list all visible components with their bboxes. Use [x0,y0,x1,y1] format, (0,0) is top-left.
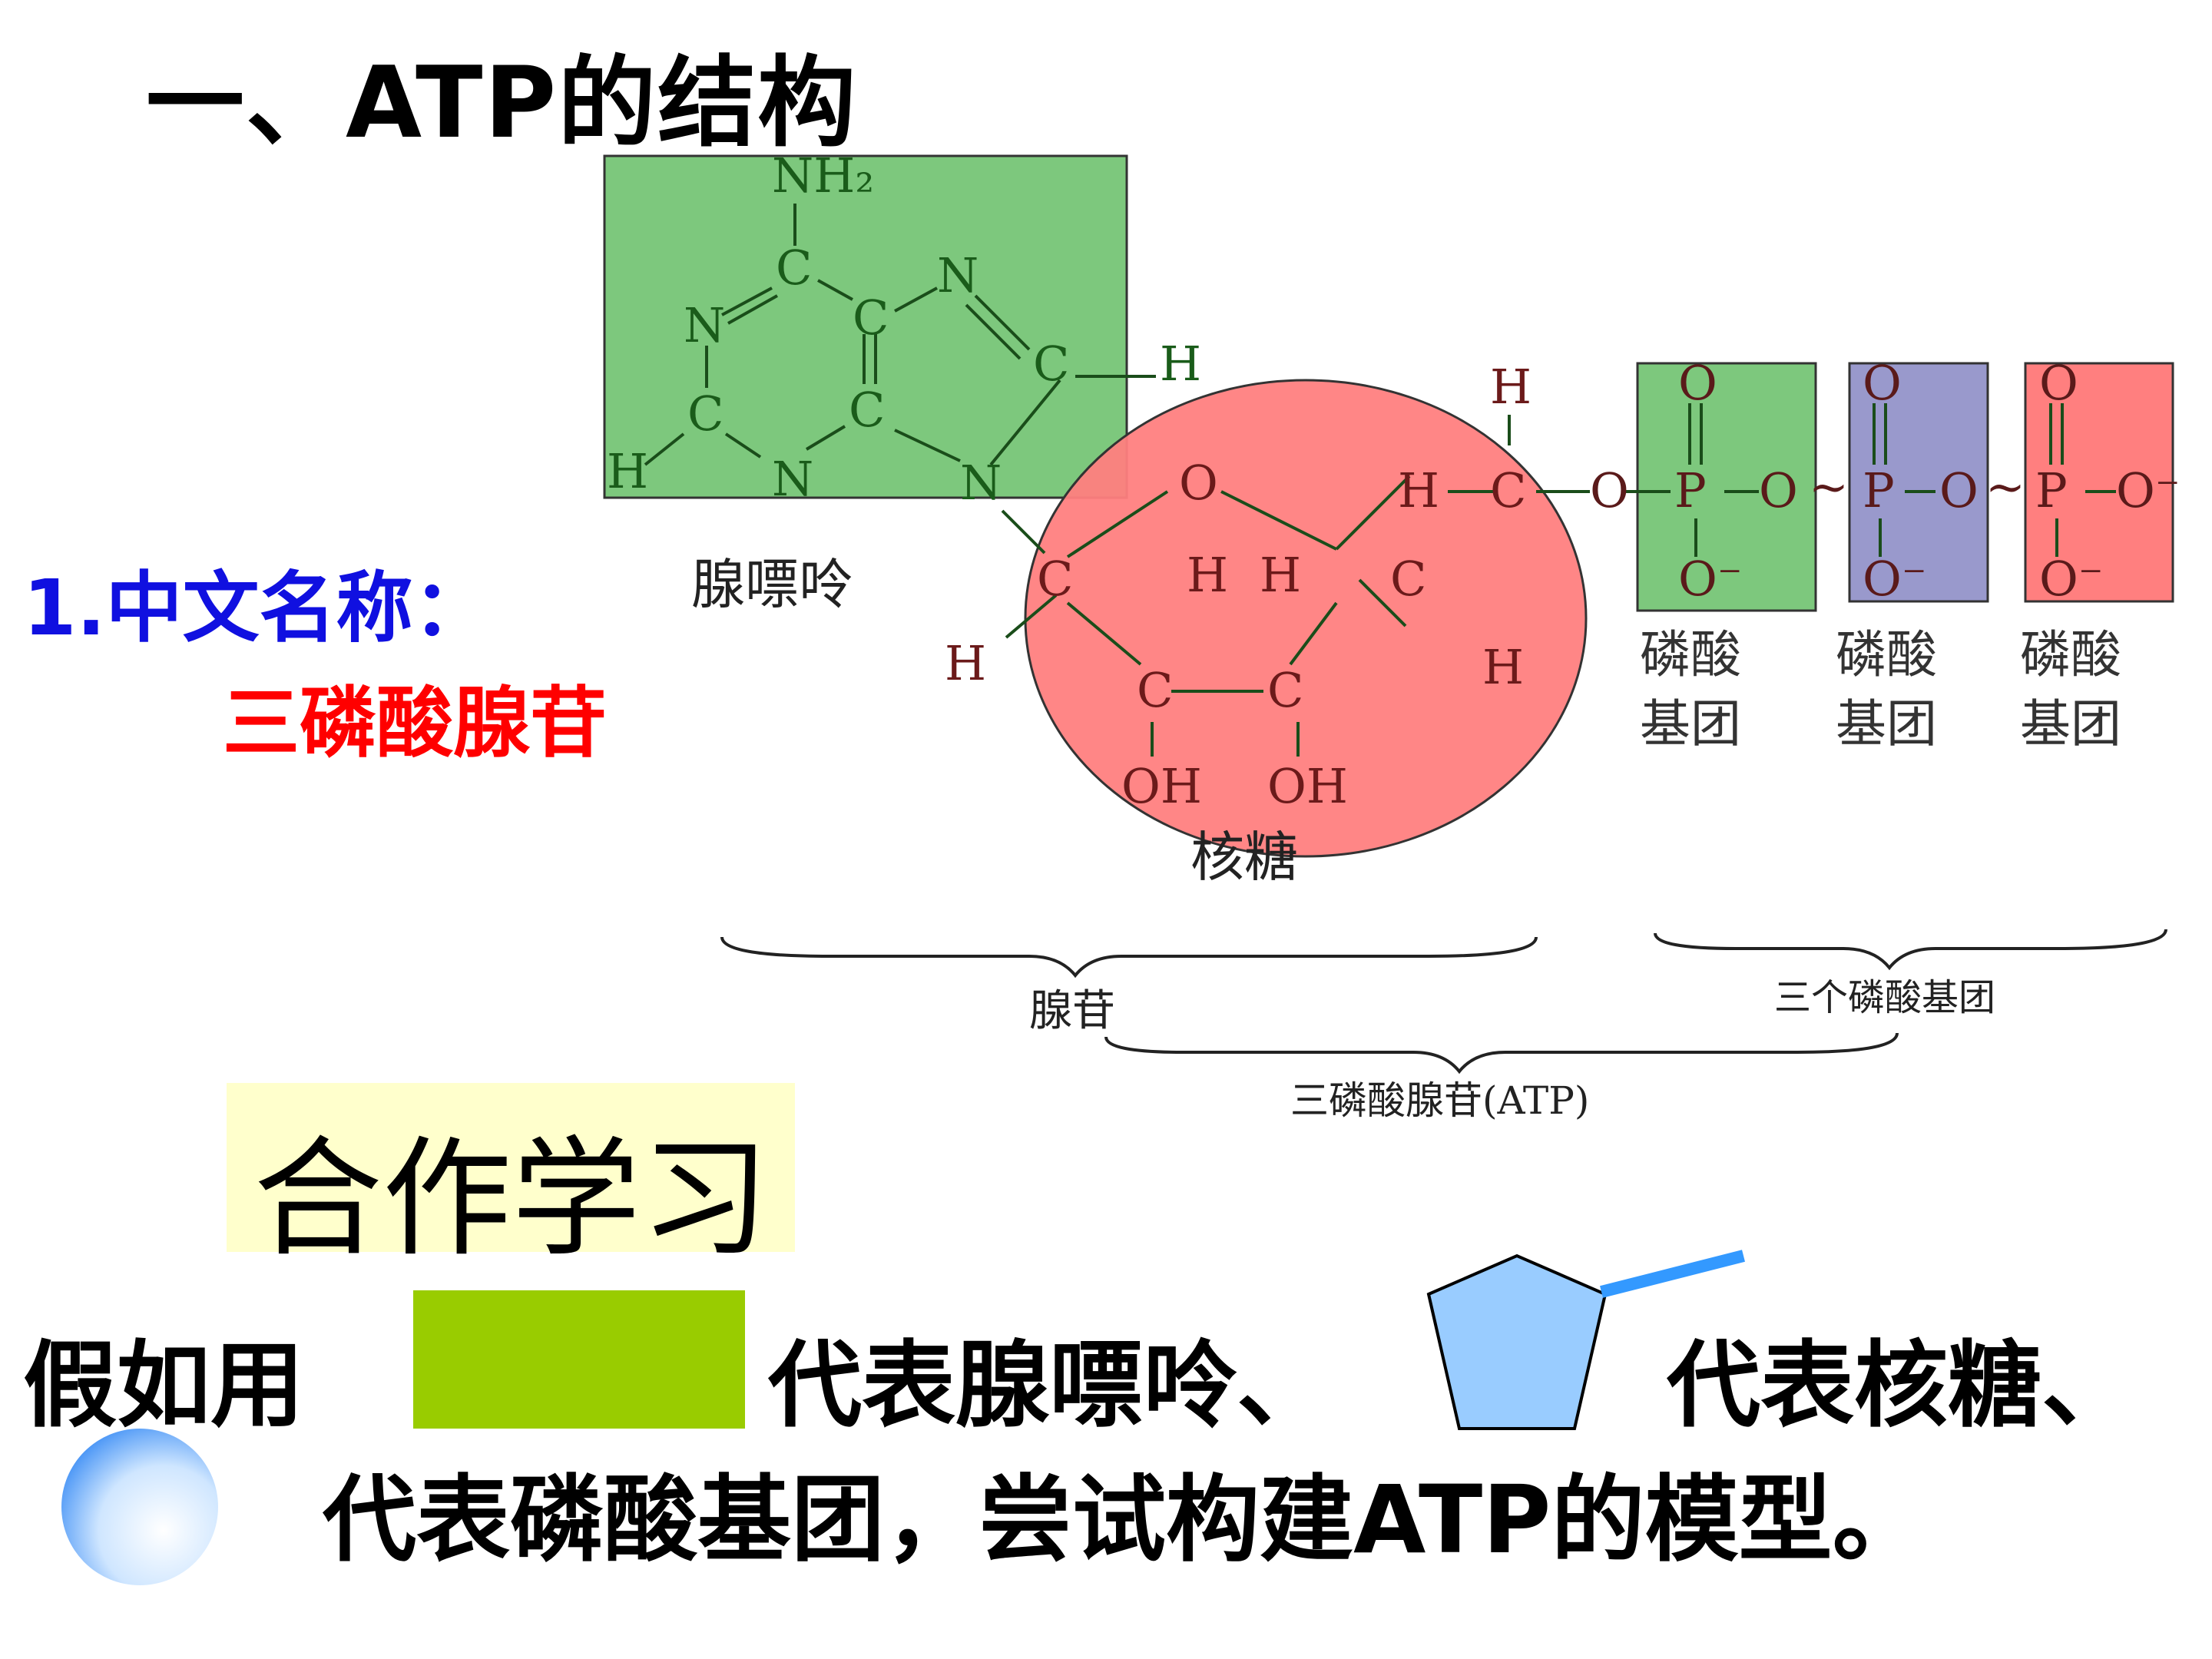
atom-oh-2: OH [1121,758,1202,814]
atom-c1: C [776,240,812,296]
atom-c8: C [1033,336,1069,392]
atom-o-p2-top: O [1863,355,1902,411]
phosphate-label-2-line1: 磷酸 [1836,625,1937,684]
atom-o-p3-bottom: O⁻ [2039,551,2104,607]
atom-c2: C [687,386,724,442]
atom-o-p1-top: O [1678,355,1717,411]
atom-o-bridge-3: O [1939,462,1979,518]
phosphate-label-3-line2: 基团 [2020,694,2121,753]
phosphate-label-2-line2: 基团 [1836,694,1937,753]
phosphate-atoms: O O P O⁻ O ~ O P O⁻ O ~ O P O⁻ O⁻ [1590,355,2181,607]
ribose-highlight-circle [1024,379,1588,858]
atom-n3: N [772,451,813,507]
atom-n1: N [684,297,725,353]
instruction-line2: 代表磷酸基团，尝试构建ATP的模型。 [323,1465,1926,1575]
ribose-atoms: O C H H H C C OH OH C H H C H [945,359,1532,814]
three-phosphate-brace-label: 三个磷酸基团 [1774,976,1995,1019]
cooperative-learning-heading: 合作学习 [253,1124,770,1274]
atom-o-ring: O [1179,455,1218,511]
atom-c5: C [853,290,889,346]
phosphate-box-1 [1636,362,1817,612]
instruction-part2: 代表腺嘌呤、 [768,1331,1330,1440]
atom-c4-prime: C [1390,551,1426,607]
instruction-part1: 假如用 [23,1331,304,1440]
phosphate-label-1-line1: 磷酸 [1640,625,1741,684]
ribose-symbol-pentagon [1426,1250,1745,1430]
atom-h4-prime: H [1482,639,1524,695]
atom-h-c5-top: H [1490,359,1532,415]
adenine-highlight-box [603,154,1128,499]
atom-h3-prime: H [1260,547,1301,603]
atom-o-p1-bottom: O⁻ [1678,551,1743,607]
atom-o-terminal: O⁻ [2116,462,2181,518]
atom-c3-prime: C [1267,662,1303,718]
phosphate-label-3-line1: 磷酸 [2020,625,2121,684]
atom-oh-3: OH [1267,758,1348,814]
atom-o-p2-bottom: O⁻ [1863,551,1927,607]
cooperative-learning-box [227,1083,795,1252]
atom-p1: P [1674,462,1707,518]
chemical-bonds [644,204,2116,757]
instruction-part3: 代表核糖、 [1667,1331,2135,1440]
adenosine-brace-label: 腺苷 [1029,986,1115,1036]
atom-o-bridge-2: O [1759,462,1798,518]
phosphate-box-3 [2024,362,2174,603]
atom-c4: C [849,382,885,438]
atom-n9: N [960,455,1002,511]
atp-brace-label: 三磷酸腺苷(ATP) [1290,1078,1589,1123]
atom-h-c5-left: H [1398,462,1439,518]
atom-p3: P [2035,462,2068,518]
adenine-label: 腺嘌呤 [691,553,853,616]
phosphate-label-1-line2: 基团 [1640,694,1741,753]
atom-o-bridge-1: O [1590,462,1629,518]
atom-h2-prime: H [1187,547,1228,603]
slide-title: 一、ATP的结构 [146,46,858,161]
atom-n7: N [937,247,979,303]
atom-c2-prime: C [1137,662,1173,718]
chinese-name-value: 三磷酸腺苷 [223,678,607,768]
tilde-2: ~ [1985,459,2025,515]
adenine-atoms: NH₂ C N C H N C C N C H N [607,147,1201,511]
atp-brace [1104,1032,1899,1075]
ribose-label: 核糖 [1190,826,1298,889]
three-phosphate-brace [1654,929,2167,971]
atp-structure-diagram: NH₂ C N C H N C C N C H N 腺嘌呤 O C H H H … [603,147,2181,1123]
phosphate-box-2 [1848,362,1989,603]
atom-c1-prime: C [1037,551,1073,607]
adenosine-brace [720,936,1538,979]
tilde-1: ~ [1809,459,1849,515]
adenine-symbol-rectangle [413,1290,745,1429]
atom-o-p3-top: O [2039,355,2078,411]
chinese-name-label: 1.中文名称： [23,563,490,653]
atom-c5-prime: C [1490,462,1526,518]
phosphate-symbol-circle [61,1429,218,1585]
atom-nh2: NH₂ [772,147,874,204]
atom-h1-prime: H [945,635,986,691]
atom-h1: H [607,443,648,499]
atom-p2: P [1863,462,1895,518]
atom-h8: H [1160,336,1201,392]
